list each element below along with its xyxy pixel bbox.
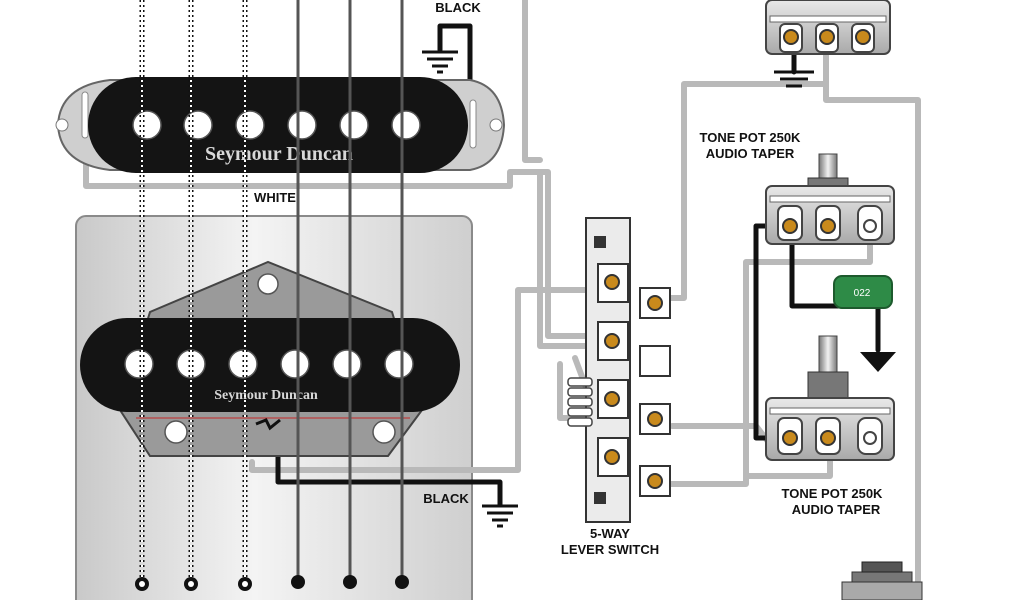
ground-volume	[774, 70, 814, 88]
tone-pot-lower-label-line2: AUDIO TAPER	[792, 502, 881, 517]
strings	[135, 0, 409, 591]
bridge-pole-pieces	[124, 349, 414, 379]
tone-pot-upper-label-line2: AUDIO TAPER	[706, 146, 795, 161]
tone-pot-lower: TONE POT 250K AUDIO TAPER	[765, 335, 895, 517]
ground-top	[422, 50, 458, 74]
switch-right-lugs	[639, 287, 671, 497]
tone-pot-upper: TONE POT 250K AUDIO TAPER	[700, 130, 895, 245]
white-wire-label: WHITE	[254, 190, 296, 205]
tone-pot-lower-label-line1: TONE POT 250K	[782, 486, 884, 501]
black-wire-label-bottom: BLACK	[423, 491, 469, 506]
ground-bottom	[482, 504, 518, 528]
ground-symbols	[422, 50, 896, 528]
neck-pickup: Seymour Duncan	[55, 77, 506, 173]
switch-coil	[567, 377, 593, 427]
bridge-brand-label: Seymour Duncan	[214, 388, 318, 403]
capacitor: 022	[833, 275, 893, 309]
switch-label-line2: LEVER SWITCH	[561, 542, 659, 557]
string-ball-ends	[135, 575, 409, 591]
black-wire-label-top: BLACK	[435, 0, 481, 15]
lever-switch: 5-WAY LEVER SWITCH	[561, 217, 671, 557]
gray-wires	[83, 0, 921, 600]
output-jack	[841, 561, 923, 600]
bridge-pickup: Seymour Duncan	[80, 260, 460, 457]
neck-brand-label: Seymour Duncan	[205, 143, 353, 165]
switch-left-lugs	[597, 263, 629, 477]
ground-capacitor	[860, 352, 896, 372]
capacitor-value: 022	[854, 288, 871, 299]
volume-pot	[765, 0, 891, 55]
tone-pot-upper-label-line1: TONE POT 250K	[700, 130, 802, 145]
switch-label-line1: 5-WAY	[590, 526, 630, 541]
